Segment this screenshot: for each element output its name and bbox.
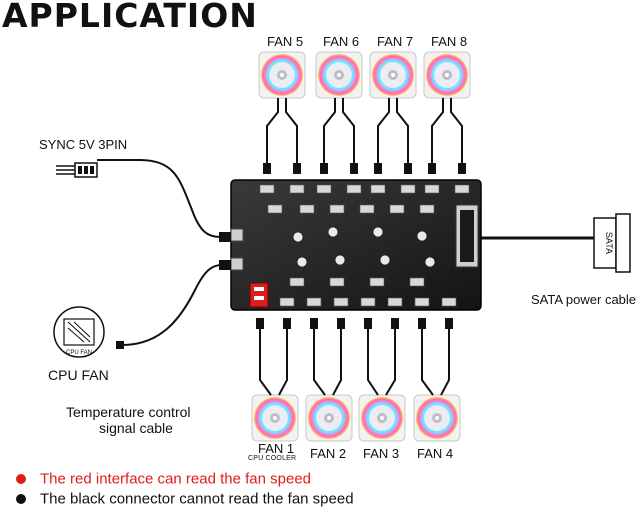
label-sync: SYNC 5V 3PIN bbox=[39, 137, 128, 152]
fan-hub-board bbox=[230, 179, 482, 311]
label-fan-5: FAN 5 bbox=[267, 34, 304, 49]
bottom-fan-plugs bbox=[256, 318, 453, 329]
black-dot-icon bbox=[16, 494, 26, 505]
sata-plug-icon: SATA bbox=[593, 213, 631, 273]
fan-4 bbox=[412, 393, 462, 443]
label-temp-control-2: signal cable bbox=[99, 420, 173, 436]
label-cpu-fan: CPU FAN bbox=[48, 367, 109, 383]
bottom-fan-cables bbox=[259, 325, 450, 396]
fan-3 bbox=[357, 393, 407, 443]
label-fan-3: FAN 3 bbox=[363, 446, 400, 461]
fan-6 bbox=[314, 50, 364, 100]
fan-1 bbox=[250, 393, 300, 443]
sata-plug-text: SATA bbox=[604, 232, 614, 254]
label-cpu-cooler: CPU COOLER bbox=[248, 455, 297, 462]
fan-2 bbox=[304, 393, 354, 443]
fan-7 bbox=[368, 50, 418, 100]
fan-5 bbox=[257, 50, 307, 100]
temperature-control-cable bbox=[121, 264, 231, 346]
top-fan-cables bbox=[266, 98, 463, 165]
page-title: APPLICATION bbox=[2, 0, 258, 35]
label-fan-4: FAN 4 bbox=[417, 446, 454, 461]
cpu-fan-icon: CPU FAN bbox=[53, 306, 105, 358]
label-temp-control-1: Temperature control bbox=[66, 404, 191, 420]
red-dot-icon bbox=[16, 474, 26, 485]
sync-cable bbox=[97, 159, 231, 238]
top-fan-plugs bbox=[263, 163, 466, 174]
label-fan-7: FAN 7 bbox=[377, 34, 414, 49]
cpu-fan-icon-text: CPU FAN bbox=[66, 350, 92, 356]
legend-black-text: The black connector cannot read the fan … bbox=[40, 490, 354, 508]
label-fan-2: FAN 2 bbox=[310, 446, 347, 461]
label-sata-power: SATA power cable bbox=[531, 292, 637, 307]
label-fan-8: FAN 8 bbox=[431, 34, 468, 49]
sync-connector-icon bbox=[56, 162, 98, 178]
legend-red: The red interface can read the fan speed bbox=[16, 470, 311, 488]
fan-8 bbox=[422, 50, 472, 100]
label-fan-6: FAN 6 bbox=[323, 34, 360, 49]
legend-black: The black connector cannot read the fan … bbox=[16, 490, 354, 508]
legend-red-text: The red interface can read the fan speed bbox=[40, 470, 312, 488]
label-fan-1: FAN 1 bbox=[258, 441, 295, 456]
